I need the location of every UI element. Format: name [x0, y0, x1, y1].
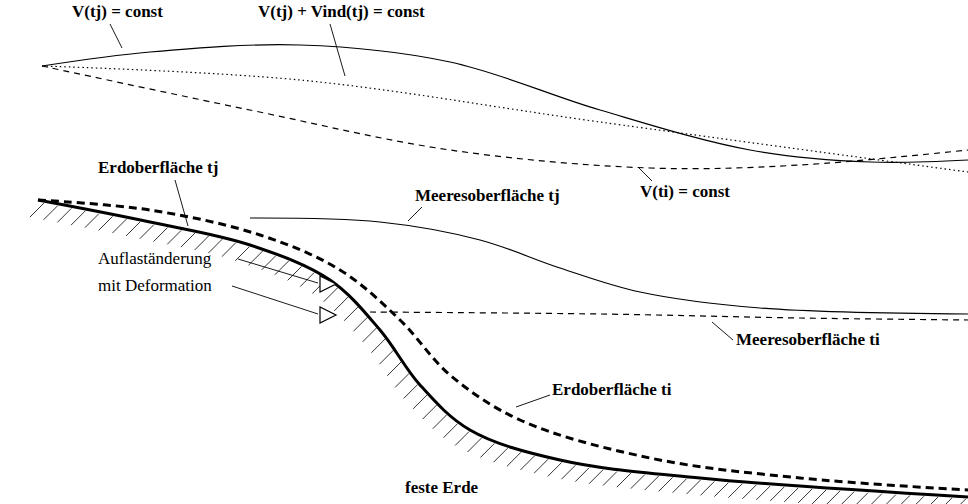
hatch-line — [507, 452, 521, 466]
earth-surface-tj — [38, 200, 968, 497]
leader-line — [516, 395, 550, 407]
hatch-line — [840, 492, 854, 504]
ground-hatching — [30, 203, 966, 504]
hatch-line — [344, 307, 358, 321]
hatch-line — [181, 233, 195, 247]
hatch-line — [57, 208, 71, 222]
hatch-line — [468, 438, 482, 452]
hatch-line — [910, 496, 924, 504]
hatch-line — [404, 384, 418, 398]
hatch-line — [380, 350, 394, 364]
leader-line — [408, 207, 422, 221]
hatch-line — [85, 214, 99, 228]
hatch-line — [854, 493, 868, 504]
annotation-label: Meeresoberfläche ti — [736, 330, 880, 350]
annotation-label: feste Erde — [405, 478, 478, 498]
leader-line — [232, 286, 318, 314]
annotation-label: Meeresoberfläche tj — [415, 186, 560, 206]
hatch-line — [534, 459, 548, 473]
hatch-line — [413, 395, 427, 409]
hatch-line — [603, 472, 617, 486]
hatch-line — [687, 480, 701, 494]
hatch-line — [480, 444, 494, 458]
hatch-line — [71, 211, 85, 225]
hatch-line — [728, 484, 742, 498]
hatch-line — [659, 477, 673, 491]
annotation-label: mit Deformation — [98, 276, 212, 296]
hatch-line — [444, 424, 458, 438]
hatch-line — [812, 490, 826, 504]
hatch-line — [770, 487, 784, 501]
hatch-line — [589, 470, 603, 484]
leader-line — [110, 24, 122, 48]
hatch-line — [353, 317, 367, 331]
hatch-line — [153, 228, 167, 242]
hatch-line — [700, 481, 714, 495]
hatch-line — [30, 203, 44, 217]
potential-induced — [42, 66, 968, 172]
hatch-line — [288, 266, 302, 280]
hatch-line — [167, 230, 181, 244]
hatch-line — [195, 236, 209, 250]
load-triangle — [320, 307, 336, 323]
hatch-line — [798, 489, 812, 503]
hatch-line — [520, 456, 534, 470]
hatch-line — [868, 494, 882, 504]
hatch-line — [631, 475, 645, 489]
annotation-label: Erdoberfläche tj — [98, 158, 218, 178]
hatch-line — [561, 465, 575, 479]
hatch-line — [617, 473, 631, 487]
leader-lines — [110, 24, 733, 407]
sea-surface-ti — [370, 312, 968, 320]
hatch-line — [784, 488, 798, 502]
leader-line — [238, 259, 318, 283]
hatch-line — [575, 468, 589, 482]
hatch-line — [235, 247, 249, 261]
leader-line — [638, 167, 652, 181]
hatch-line — [494, 448, 508, 462]
hatch-line — [952, 499, 966, 504]
hatch-line — [140, 225, 154, 239]
annotation-label: Auflaständerung — [98, 249, 211, 269]
hatch-line — [387, 362, 401, 376]
hatch-line — [924, 497, 938, 504]
annotation-label: V(tj) = const — [72, 2, 163, 22]
potential-tj — [42, 45, 968, 163]
hatch-line — [112, 219, 126, 233]
hatch-line — [826, 491, 840, 504]
hatch-line — [673, 479, 687, 493]
hatch-line — [222, 243, 236, 257]
hatch-line — [645, 476, 659, 490]
hatch-line — [756, 486, 770, 500]
annotation-label: Erdoberfläche ti — [552, 380, 671, 400]
hatch-line — [324, 288, 338, 302]
leader-line — [330, 24, 345, 76]
hatch-line — [455, 431, 469, 445]
hatch-line — [882, 495, 896, 504]
annotation-label: V(ti) = const — [640, 182, 730, 202]
hatch-line — [714, 483, 728, 497]
hatch-line — [433, 415, 447, 429]
hatch-line — [44, 206, 58, 220]
annotation-label: V(tj) + Vind(tj) = const — [258, 2, 425, 22]
earth-surface-ti — [38, 200, 968, 490]
hatch-line — [548, 462, 562, 476]
hatch-line — [126, 222, 140, 236]
sea-surface-tj — [250, 218, 968, 314]
hatch-line — [742, 485, 756, 499]
hatch-line — [99, 216, 113, 230]
hatch-line — [896, 495, 910, 504]
hatch-line — [334, 297, 348, 311]
hatch-line — [423, 405, 437, 419]
leader-line — [175, 180, 188, 226]
hatch-line — [275, 261, 289, 275]
hatch-line — [371, 339, 385, 353]
hatch-line — [938, 498, 952, 504]
hatch-line — [363, 328, 377, 342]
leader-line — [712, 322, 733, 340]
hatch-line — [395, 373, 409, 387]
potential-ti — [42, 66, 968, 169]
load-triangle — [320, 276, 336, 292]
